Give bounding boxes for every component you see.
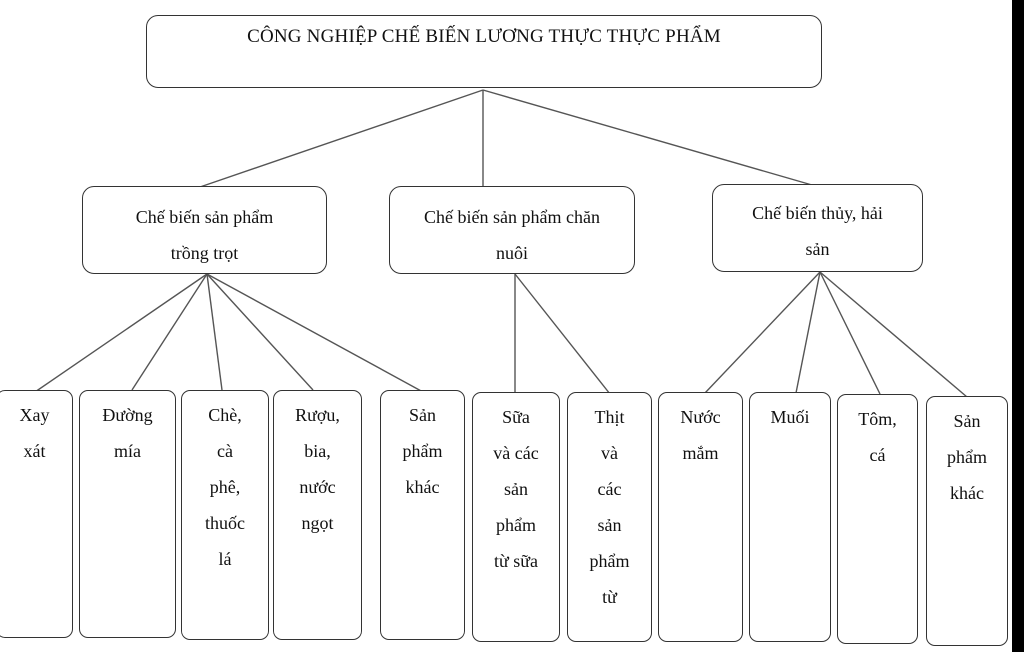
- leaf-label: Đường mía: [102, 405, 153, 461]
- root-title: CÔNG NGHIỆP CHẾ BIẾN LƯƠNG THỰC THỰC PHẨ…: [247, 26, 721, 47]
- connector-g1-l3: [206, 273, 223, 391]
- leaf-label: Rượu, bia, nước ngọt: [295, 405, 340, 533]
- leaf-box: Sữa và các sản phẩm từ sữa: [472, 392, 560, 642]
- connector-g2-l2: [514, 273, 611, 395]
- leaf-box: Sản phẩm khác: [380, 390, 465, 640]
- leaf-label: Chè, cà phê, thuốc lá: [205, 405, 245, 569]
- connector-g1-l2: [131, 273, 208, 391]
- leaf-box: Tôm, cá: [837, 394, 918, 644]
- leaf-label: Sản phẩm khác: [402, 405, 443, 497]
- connector-g3-l4: [819, 271, 968, 398]
- leaf-label: Sản phẩm khác: [947, 411, 987, 503]
- group-label-trong-trot: Chế biến sản phẩm trồng trọt: [135, 207, 274, 263]
- group-label-thuy-hai-san: Chế biến thủy, hải sản: [752, 203, 883, 259]
- leaf-box: Muối: [749, 392, 831, 642]
- leaf-box: Thịt và các sản phẩm từ: [567, 392, 652, 642]
- connector-g1-l4: [206, 273, 314, 391]
- root-box: CÔNG NGHIỆP CHẾ BIẾN LƯƠNG THỰC THỰC PHẨ…: [146, 15, 822, 88]
- connector-g1-l5: [206, 273, 424, 393]
- leaf-box: Chè, cà phê, thuốc lá: [181, 390, 269, 640]
- leaf-box: Sản phẩm khác: [926, 396, 1008, 646]
- leaf-box: Đường mía: [79, 390, 176, 638]
- leaf-box: Rượu, bia, nước ngọt: [273, 390, 362, 640]
- connector-g3-l2: [795, 271, 821, 394]
- connector-g3-l1: [704, 271, 821, 394]
- leaf-label: Sữa và các sản phẩm từ sữa: [493, 407, 539, 571]
- connector-g3-l3: [819, 271, 881, 395]
- group-box-trong-trot: Chế biến sản phẩm trồng trọt: [82, 186, 327, 274]
- leaf-label: Thịt và các sản phẩm từ: [589, 407, 630, 607]
- leaf-label: Nước mắm: [680, 407, 721, 463]
- right-edge-bar: [1012, 0, 1024, 652]
- connector-root-g1: [199, 89, 484, 188]
- leaf-box: Nước mắm: [658, 392, 743, 642]
- leaf-label: Xay xát: [19, 405, 50, 461]
- leaf-label: Muối: [770, 407, 810, 427]
- group-label-chan-nuoi: Chế biến sản phẩm chăn nuôi: [424, 207, 600, 263]
- connector-root-g3: [482, 89, 813, 186]
- leaf-label: Tôm, cá: [858, 409, 897, 465]
- group-box-chan-nuoi: Chế biến sản phẩm chăn nuôi: [389, 186, 635, 274]
- connector-g1-l1: [34, 273, 208, 393]
- leaf-box: Xay xát: [0, 390, 73, 638]
- group-box-thuy-hai-san: Chế biến thủy, hải sản: [712, 184, 923, 272]
